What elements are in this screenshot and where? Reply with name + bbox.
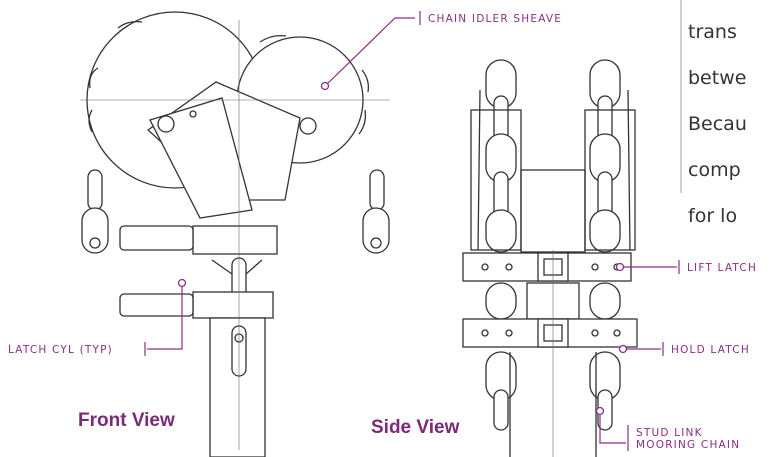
side-chain-right <box>589 59 621 253</box>
side-chain-left <box>485 59 517 253</box>
front-upper-cylinder <box>119 225 194 251</box>
label-stud-link-line2: MOORING CHAIN <box>636 439 740 451</box>
side-view-title: Side View <box>371 417 460 438</box>
callout-hold-latch: HOLD LATCH <box>618 342 750 356</box>
front-chain-right <box>362 169 390 254</box>
front-lower-cylinder <box>119 293 194 317</box>
front-swing-arm <box>149 97 253 219</box>
label-latch-cyl: LATCH CYL (TYP) <box>8 344 113 356</box>
callout-latch-cyl: LATCH CYL (TYP) <box>8 278 187 356</box>
body-text-line-4: comp <box>688 159 741 181</box>
front-lift-collar <box>192 225 278 255</box>
callout-chain-idler-sheave: CHAIN IDLER SHEAVE <box>320 11 562 91</box>
label-chain-idler-sheave: CHAIN IDLER SHEAVE <box>428 13 562 25</box>
callout-lift-latch: LIFT LATCH <box>615 260 757 274</box>
label-stud-link-line1: STUD LINK <box>636 427 703 439</box>
body-text-line-1: trans <box>688 21 737 43</box>
side-view-drawing <box>462 59 638 457</box>
front-view-drawing <box>80 11 390 457</box>
front-chain-left <box>81 169 109 254</box>
label-hold-latch: HOLD LATCH <box>671 344 750 356</box>
front-hold-collar <box>192 291 274 319</box>
callout-stud-link-chain: STUD LINK MOORING CHAIN <box>595 406 740 451</box>
label-lift-latch: LIFT LATCH <box>687 262 757 274</box>
body-text-column: trans betwe Becau comp for lo <box>688 21 747 227</box>
front-view-title: Front View <box>78 410 175 431</box>
body-text-line-2: betwe <box>688 67 746 89</box>
body-text-line-5: for lo <box>688 205 737 227</box>
body-text-line-3: Becau <box>688 113 747 135</box>
